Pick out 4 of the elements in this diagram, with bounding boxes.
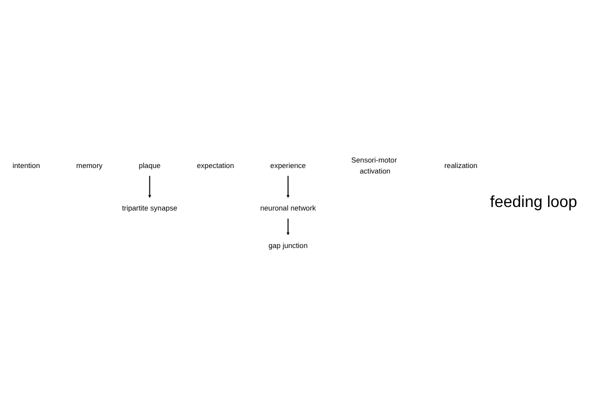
arrow (148, 175, 152, 198)
note-text: feeding loop (490, 194, 578, 212)
arrow (286, 175, 290, 198)
arrow (286, 218, 290, 235)
